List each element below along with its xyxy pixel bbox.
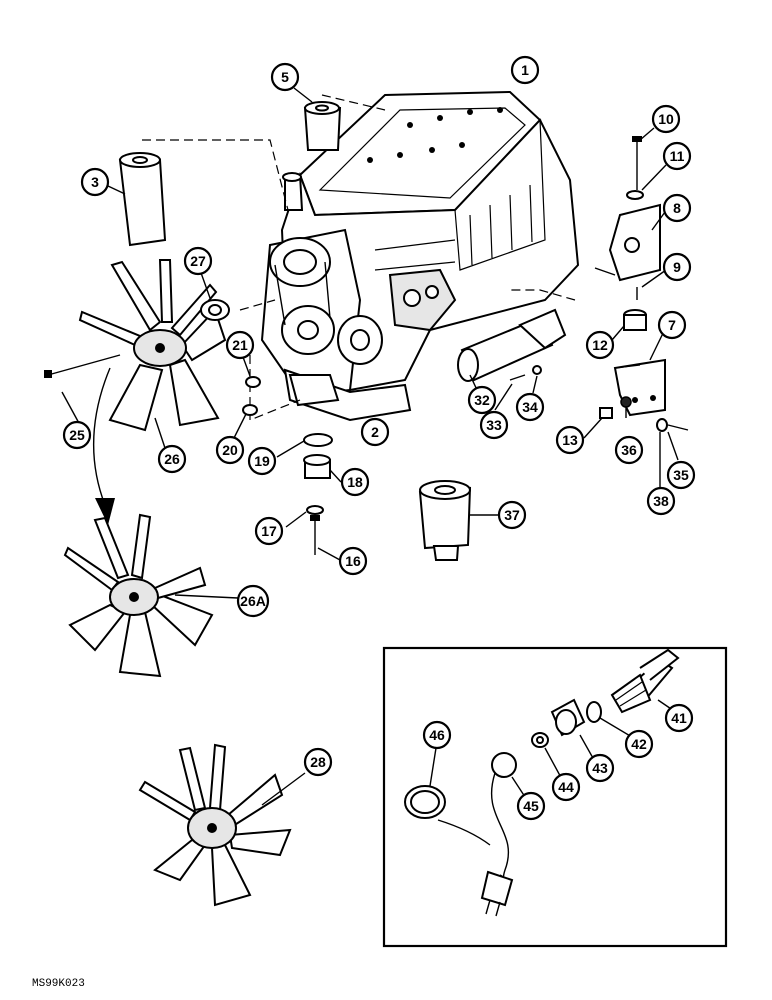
svg-text:8: 8 (673, 200, 681, 216)
callout-33: 33 (479, 410, 509, 440)
svg-text:38: 38 (653, 493, 669, 509)
svg-text:16: 16 (345, 553, 361, 569)
svg-text:41: 41 (671, 710, 687, 726)
svg-text:19: 19 (254, 453, 270, 469)
svg-text:7: 7 (668, 317, 676, 333)
callout-32: 32 (467, 385, 497, 415)
svg-text:3: 3 (91, 174, 99, 190)
svg-text:10: 10 (658, 111, 674, 127)
fan-26 (44, 259, 230, 432)
callout-28: 28 (303, 747, 333, 777)
callout-37: 37 (497, 500, 527, 530)
rear-mount-hardware (594, 136, 689, 432)
svg-text:44: 44 (558, 779, 574, 795)
starter-motor (457, 308, 567, 382)
svg-text:1: 1 (521, 62, 529, 78)
svg-text:27: 27 (190, 253, 206, 269)
engine-block (260, 90, 580, 422)
callout-43: 43 (585, 753, 615, 783)
svg-text:33: 33 (486, 417, 502, 433)
callout-1: 1 (510, 55, 540, 85)
svg-text:26: 26 (164, 451, 180, 467)
secondary-filter (303, 101, 342, 151)
callout-35: 35 (666, 460, 696, 490)
callout-21: 21 (225, 330, 255, 360)
callout-18: 18 (340, 467, 370, 497)
callout-46: 46 (422, 720, 452, 750)
block-heater-assembly (404, 648, 680, 917)
fan-26a (63, 513, 214, 678)
oil-filter (118, 152, 167, 247)
svg-text:21: 21 (232, 337, 248, 353)
callout-5: 5 (270, 62, 300, 92)
callout-25: 25 (62, 420, 92, 450)
callout-7: 7 (657, 310, 687, 340)
svg-text:5: 5 (281, 69, 289, 85)
callout-11: 11 (662, 141, 692, 171)
callout-26: 26 (157, 444, 187, 474)
callout-44: 44 (551, 772, 581, 802)
svg-text:36: 36 (621, 442, 637, 458)
callout-2: 2 (360, 417, 390, 447)
svg-text:17: 17 (261, 523, 277, 539)
front-mount-hardware (242, 376, 333, 555)
callout-13: 13 (555, 425, 585, 455)
inset-frame (382, 646, 728, 948)
svg-text:20: 20 (222, 442, 238, 458)
figure-code: MS99K023 (32, 978, 85, 990)
callout-38: 38 (646, 486, 676, 516)
svg-text:35: 35 (673, 467, 689, 483)
svg-text:37: 37 (504, 507, 520, 523)
svg-text:11: 11 (670, 148, 685, 164)
svg-text:46: 46 (429, 727, 445, 743)
svg-text:2: 2 (371, 424, 379, 440)
svg-text:42: 42 (631, 736, 647, 752)
callout-17: 17 (254, 516, 284, 546)
callout-16: 16 (338, 546, 368, 576)
svg-text:26A: 26A (240, 593, 266, 609)
callout-42: 42 (624, 729, 654, 759)
fan-28 (138, 743, 292, 907)
callout-41: 41 (664, 703, 694, 733)
callout-27: 27 (183, 246, 213, 276)
svg-text:32: 32 (474, 392, 490, 408)
callout-9: 9 (662, 252, 692, 282)
callout-20: 20 (215, 435, 245, 465)
svg-text:18: 18 (347, 474, 363, 490)
svg-text:12: 12 (592, 337, 608, 353)
callout-19: 19 (247, 446, 277, 476)
svg-text:9: 9 (673, 259, 681, 275)
svg-text:34: 34 (522, 399, 538, 415)
callout-36: 36 (614, 435, 644, 465)
svg-text:45: 45 (523, 798, 539, 814)
fuel-filter (418, 480, 472, 561)
callout-45: 45 (516, 791, 546, 821)
callout-3: 3 (80, 167, 110, 197)
callout-10: 10 (651, 104, 681, 134)
callout-34: 34 (515, 392, 545, 422)
callout-26a: 26A (236, 584, 270, 618)
svg-text:28: 28 (310, 754, 326, 770)
callout-8: 8 (662, 193, 692, 223)
svg-text:43: 43 (592, 760, 608, 776)
svg-text:25: 25 (69, 427, 85, 443)
callout-12: 12 (585, 330, 615, 360)
svg-text:13: 13 (562, 432, 578, 448)
